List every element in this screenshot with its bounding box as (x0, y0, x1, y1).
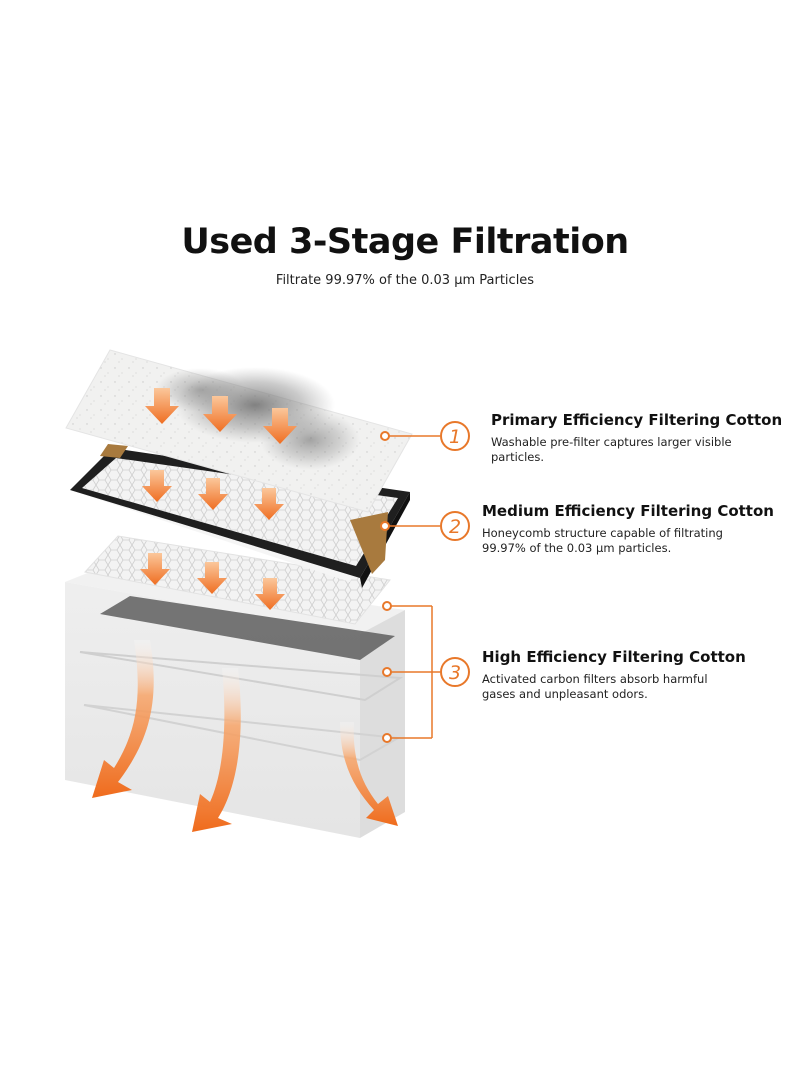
callout-2: 2 (380, 511, 470, 541)
arrow-down-icon (203, 396, 237, 432)
stage-3-number: 3 (449, 662, 461, 684)
stage-1-name: Primary Efficiency Filtering Cotton (491, 411, 783, 429)
arrow-down-icon (198, 478, 228, 510)
arrow-down-icon (140, 553, 170, 585)
page-title: Used 3-Stage Filtration (181, 222, 629, 262)
stage-3-name: High Efficiency Filtering Cotton (482, 648, 746, 666)
stage-2-badge (440, 511, 470, 541)
curved-arrow-icon (92, 640, 154, 798)
stage-3-text: High Efficiency Filtering Cotton Activat… (482, 648, 782, 702)
curved-arrow-icon (192, 668, 241, 832)
stage-1-number: 1 (449, 426, 461, 448)
stage-2-description: Honeycomb structure capable of filtratin… (482, 526, 723, 555)
airflow-down-arrows (140, 388, 297, 610)
stage-2-name: Medium Efficiency Filtering Cotton (482, 502, 774, 520)
page-subtitle: Filtrate 99.97% of the 0.03 µm Particles (275, 273, 535, 288)
arrow-down-icon (142, 470, 172, 502)
stage-3-badge (440, 657, 470, 687)
carbon-layer (100, 596, 395, 660)
callout-1: 1 (380, 421, 470, 451)
stage-1-description: Washable pre-filter captures larger visi… (491, 435, 732, 464)
stage-1-badge (440, 421, 470, 451)
stage-3-description: Activated carbon filters absorb harmful … (482, 672, 708, 701)
stage-2-number: 2 (449, 516, 461, 538)
arrow-down-icon (263, 408, 297, 444)
curved-arrow-icon (340, 722, 398, 826)
frame-tab (350, 512, 388, 574)
arrow-down-icon (197, 562, 227, 594)
arrow-down-icon (255, 578, 285, 610)
airflow-out-arrows (92, 640, 398, 832)
arrow-down-icon (145, 388, 179, 424)
stage-1-text: Primary Efficiency Filtering Cotton Wash… (491, 411, 791, 465)
stage-2-text: Medium Efficiency Filtering Cotton Honey… (482, 502, 782, 556)
callout-3: 3 (382, 601, 470, 743)
arrow-down-icon (254, 488, 284, 520)
